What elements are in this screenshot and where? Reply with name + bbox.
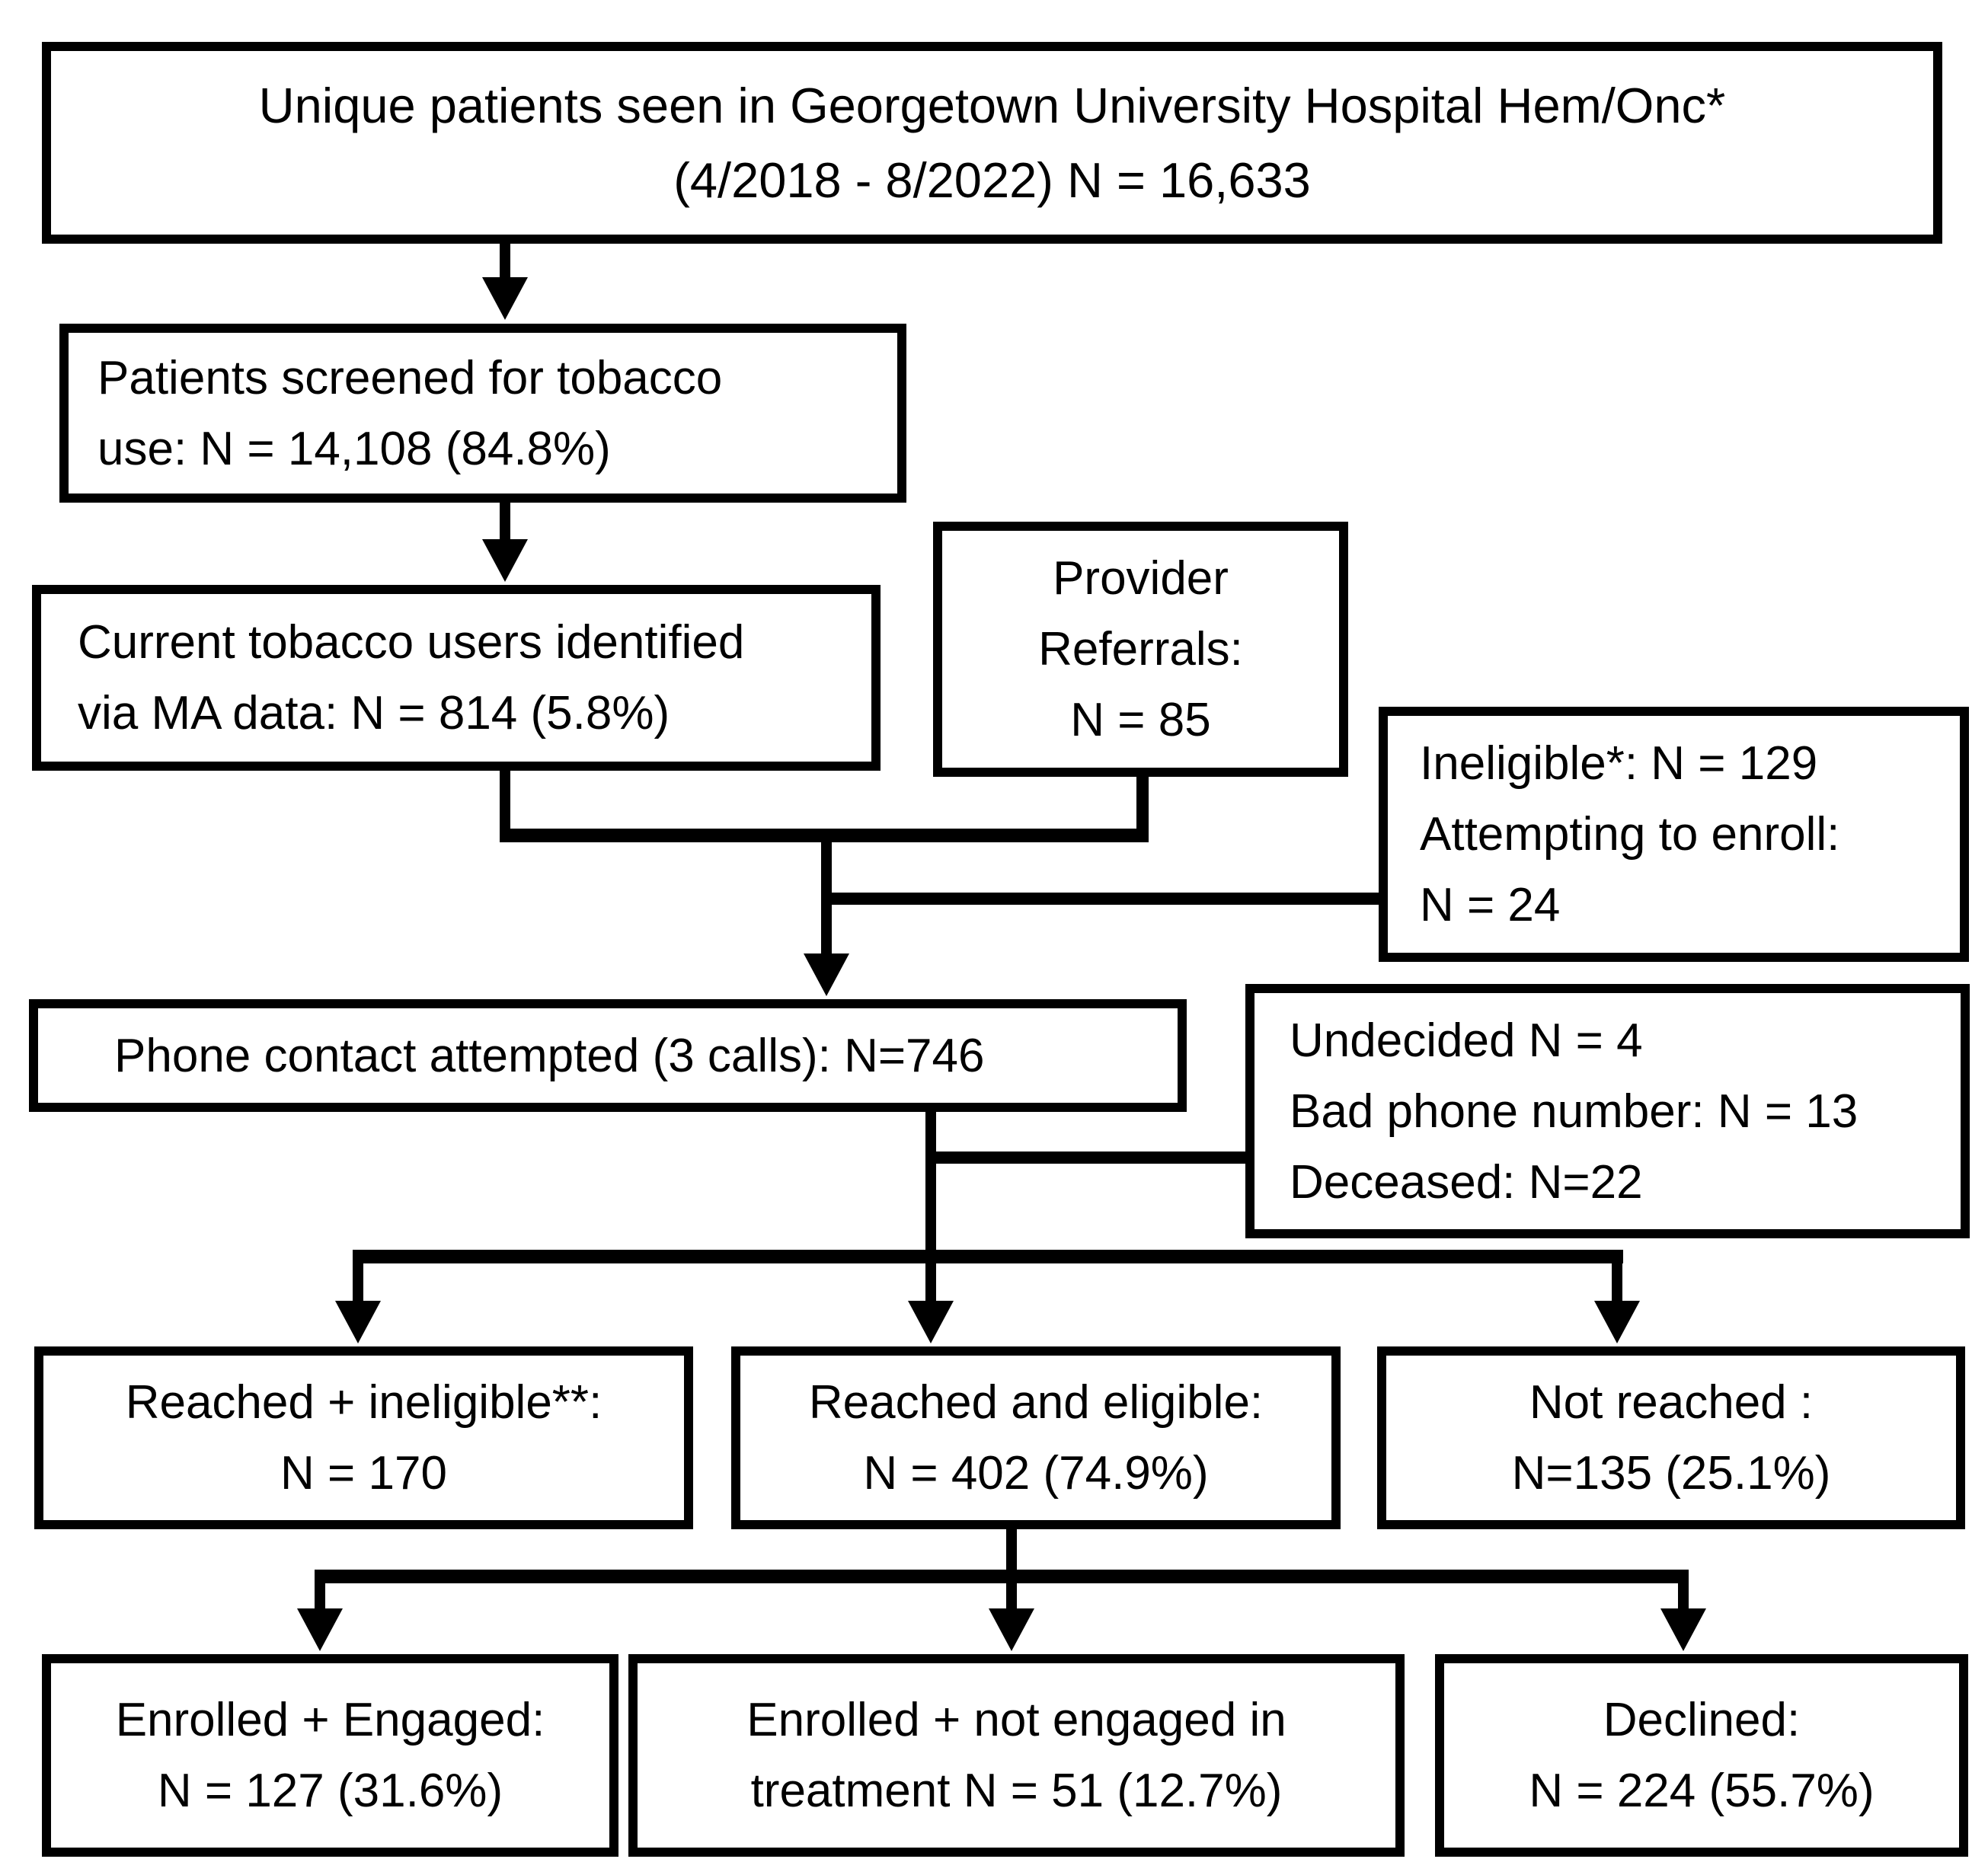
box-text-line: Reached and eligible:: [808, 1376, 1264, 1429]
arrow-to-enrolled-engaged: [297, 1570, 343, 1651]
box-text-line: Enrolled + Engaged:: [115, 1694, 545, 1746]
box-text-line: via MA data: N = 814 (5.8%): [78, 687, 670, 739]
box-text-line: Attempting to enroll:: [1420, 808, 1840, 861]
box-text-line: Patients screened for tobacco: [97, 351, 723, 404]
box-text-line: Deceased: N=22: [1290, 1155, 1643, 1209]
box-enrolled-engaged: Enrolled + Engaged: N = 127 (31.6%): [42, 1654, 618, 1857]
box-text-line: Reached + ineligible**:: [125, 1376, 602, 1429]
arrow-merge-to-phone: [804, 835, 849, 996]
arrow-to-enrolled-not-engaged: [989, 1529, 1034, 1651]
box-text-line: Phone contact attempted (3 calls): N=746: [114, 1029, 985, 1082]
box-text-line: Unique patients seen in Georgetown Unive…: [258, 78, 1726, 133]
box-text-line: Referrals:: [1038, 623, 1243, 676]
box-reached-ineligible: Reached + ineligible**: N = 170: [34, 1346, 693, 1529]
box-current-tobacco-users: Current tobacco users identified via MA …: [32, 585, 881, 771]
box-text-line: Bad phone number: N = 13: [1290, 1084, 1859, 1138]
box-text-line: Ineligible*: N = 129: [1420, 737, 1818, 790]
box-text-line: Undecided N = 4: [1290, 1014, 1643, 1067]
box-text-line: Declined:: [1603, 1694, 1801, 1746]
connector-merge-ma-provider: [500, 771, 1149, 842]
box-phone-contact: Phone contact attempted (3 calls): N=746: [29, 999, 1187, 1112]
box-text-line: Enrolled + not engaged in: [746, 1694, 1286, 1746]
box-text-line: use: N = 14,108 (84.8%): [97, 422, 611, 475]
box-reached-eligible: Reached and eligible: N = 402 (74.9%): [731, 1346, 1341, 1529]
box-text-line: N=135 (25.1%): [1511, 1447, 1831, 1500]
arrow-to-reached-eligible: [908, 1112, 954, 1343]
box-text-line: Not reached :: [1529, 1376, 1814, 1429]
box-text-line: treatment N = 51 (12.7%): [750, 1765, 1283, 1817]
box-text-line: Current tobacco users identified: [78, 616, 745, 669]
box-undecided-badphone-deceased: Undecided N = 4 Bad phone number: N = 13…: [1245, 984, 1970, 1238]
arrow-to-declined: [1660, 1570, 1706, 1651]
arrow-to-not-reached: [1594, 1251, 1640, 1343]
box-declined: Declined: N = 224 (55.7%): [1435, 1654, 1968, 1857]
box-patients-screened: Patients screened for tobacco use: N = 1…: [59, 324, 906, 503]
box-text-line: (4/2018 - 8/2022) N = 16,633: [673, 152, 1311, 208]
box-provider-referrals: Provider Referrals: N = 85: [933, 522, 1348, 777]
box-text-line: N = 127 (31.6%): [157, 1765, 503, 1817]
box-not-reached: Not reached : N=135 (25.1%): [1377, 1346, 1965, 1529]
box-unique-patients: Unique patients seen in Georgetown Unive…: [42, 42, 1942, 244]
arrow-unique-to-screened: [482, 244, 528, 320]
box-ineligible: Ineligible*: N = 129 Attempting to enrol…: [1379, 707, 1969, 962]
box-text-line: N = 85: [1070, 694, 1211, 746]
box-text-line: N = 224 (55.7%): [1529, 1765, 1875, 1817]
box-enrolled-not-engaged: Enrolled + not engaged in treatment N = …: [628, 1654, 1405, 1857]
box-text-line: Provider: [1053, 552, 1229, 605]
arrow-to-reached-ineligible: [335, 1251, 381, 1343]
box-text-line: N = 170: [280, 1447, 447, 1500]
arrow-screened-to-ma: [482, 503, 528, 582]
box-text-line: N = 24: [1420, 879, 1561, 931]
box-text-line: N = 402 (74.9%): [863, 1447, 1209, 1500]
